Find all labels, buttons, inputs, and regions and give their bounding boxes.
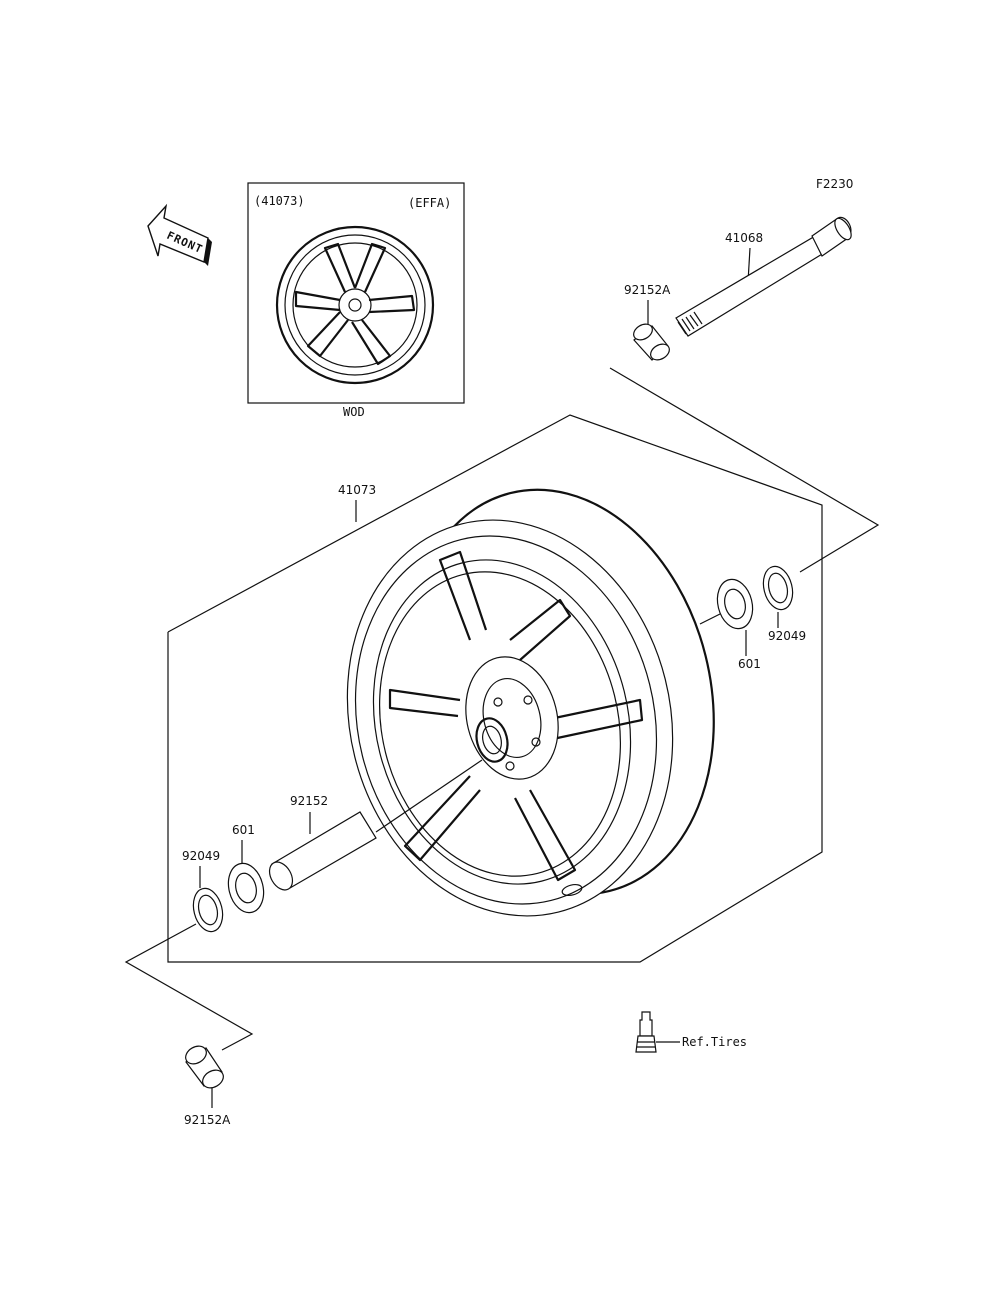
collar-bottom-assembly: 92152A bbox=[184, 1045, 231, 1127]
left-bearing-seal: 601 92049 bbox=[124, 823, 265, 1051]
inset-caption: WOD bbox=[343, 405, 365, 419]
wheel-group-box bbox=[167, 414, 823, 963]
right-bearing-seal: 92049 601 bbox=[699, 565, 806, 671]
front-arrow-icon: FRONT bbox=[147, 203, 212, 266]
axle-assembly: 41068 92152A bbox=[609, 216, 880, 573]
collar-bottom-icon bbox=[185, 1045, 224, 1089]
callout-seal-left: 92049 bbox=[182, 849, 220, 863]
callout-axle: 41068 bbox=[725, 231, 763, 245]
callout-valve: Ref.Tires bbox=[682, 1035, 747, 1049]
collar-top-icon bbox=[633, 323, 670, 361]
callout-seal-right: 92049 bbox=[768, 629, 806, 643]
callout-collar-bottom: 92152A bbox=[184, 1113, 231, 1127]
inset-variant: (EFFA) bbox=[408, 196, 451, 210]
tire-valve-icon bbox=[635, 1011, 657, 1053]
bearing-right-icon bbox=[716, 578, 754, 630]
inset-panel: (41073) (EFFA) WOD bbox=[247, 182, 465, 419]
figure-code: F2230 bbox=[816, 177, 853, 191]
callout-bearing-left: 601 bbox=[232, 823, 255, 837]
spacer-assembly: 92152 bbox=[268, 759, 483, 891]
callout-bearing-right: 601 bbox=[738, 657, 761, 671]
callout-wheel: 41073 bbox=[338, 483, 376, 497]
valve-assembly: Ref.Tires bbox=[635, 1011, 747, 1053]
inset-part-ref: (41073) bbox=[254, 194, 305, 208]
bearing-left-icon bbox=[227, 862, 265, 914]
front-wheel-icon bbox=[346, 488, 715, 917]
seal-left-icon bbox=[192, 887, 224, 933]
callout-spacer: 92152 bbox=[290, 794, 328, 808]
callout-collar-top: 92152A bbox=[624, 283, 671, 297]
axle-icon bbox=[675, 216, 852, 337]
inset-wheel-icon bbox=[275, 225, 435, 385]
seal-right-icon bbox=[762, 565, 794, 611]
spacer-icon bbox=[268, 811, 377, 891]
